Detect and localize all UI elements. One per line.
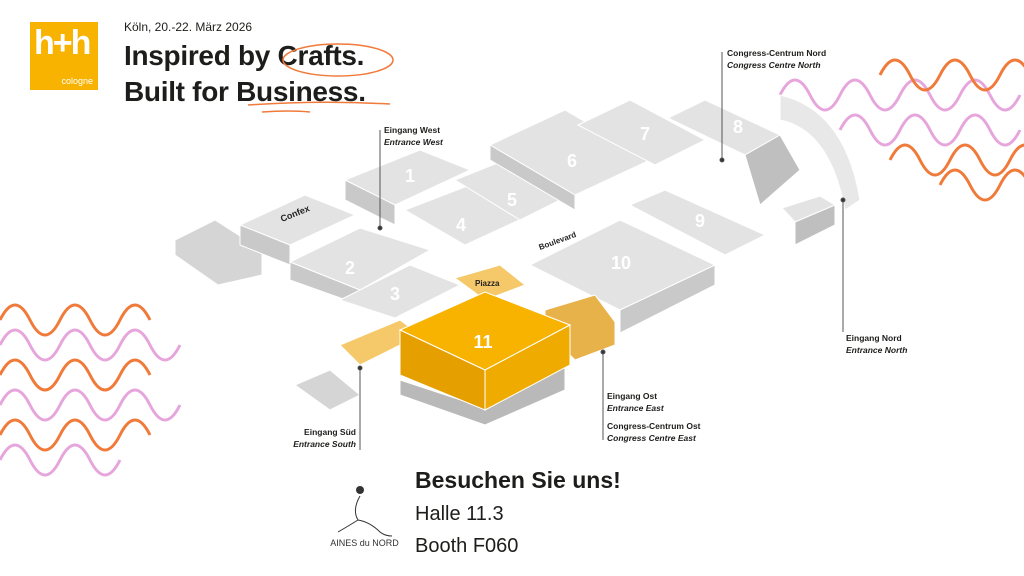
logo-subtext: cologne (61, 76, 93, 86)
label-de: Congress-Centrum Ost (607, 421, 701, 431)
laines-du-nord-logo: LAINES du NORD (330, 486, 399, 548)
hh-cologne-logo: h+h cologne (30, 22, 98, 90)
underline-scribble (247, 101, 391, 113)
headline-line-1: Inspired by Crafts. (124, 40, 364, 72)
label-en: Entrance North (846, 345, 908, 355)
hall-label: 4 (456, 215, 466, 235)
wave-decoration-left (0, 303, 182, 477)
hall-label: 5 (507, 190, 517, 210)
event-date: Köln, 20.-22. März 2026 (124, 20, 253, 34)
wave-decoration-right (778, 58, 1024, 202)
visit-us-heading: Besuchen Sie uns! (415, 467, 621, 493)
hall-number: Halle 11.3 (415, 503, 504, 525)
hall-label: 3 (390, 284, 400, 304)
label-de: Congress-Centrum Nord (727, 48, 827, 58)
building-side (794, 204, 836, 246)
building-side (484, 324, 571, 411)
hall-label: 10 (611, 253, 631, 273)
hall-9[interactable] (628, 189, 767, 256)
hall-label: 6 (567, 151, 577, 171)
circle-scribble (282, 43, 394, 77)
building-side (744, 134, 801, 206)
label-en: Congress Centre North (727, 60, 821, 70)
hall-label: 1 (405, 166, 415, 186)
label-de: Eingang West (384, 125, 441, 135)
booth-number: Booth F060 (415, 535, 519, 557)
piazza-label: Piazza (475, 279, 500, 288)
hall-label: 2 (345, 258, 355, 278)
hall-label: 7 (640, 124, 650, 144)
building-side (619, 264, 716, 334)
hall-3[interactable] (338, 264, 462, 319)
hall-label: 8 (733, 117, 743, 137)
stairs-south (293, 369, 361, 411)
headline-text: Built for (124, 76, 237, 107)
label-en: Entrance South (293, 439, 356, 449)
building-side (344, 179, 396, 226)
building-side (489, 144, 576, 211)
label-en: Entrance East (607, 403, 664, 413)
hall-label: 11 (473, 332, 492, 352)
hall-label: 9 (695, 211, 705, 231)
headline-text: Inspired by (124, 40, 278, 71)
exhibitor-logo-text: LAINES du NORD (330, 538, 399, 548)
label-en: Congress Centre East (607, 433, 696, 443)
logo-text: h+h (34, 24, 91, 62)
congress-centre-north[interactable] (779, 94, 861, 211)
hall-7[interactable] (576, 99, 707, 166)
label-de: Eingang Nord (846, 333, 902, 343)
label-de: Eingang Ost (607, 391, 658, 401)
piazza[interactable] (453, 264, 526, 301)
label-de: Eingang Süd (304, 427, 356, 437)
label-en: Entrance West (384, 137, 443, 147)
